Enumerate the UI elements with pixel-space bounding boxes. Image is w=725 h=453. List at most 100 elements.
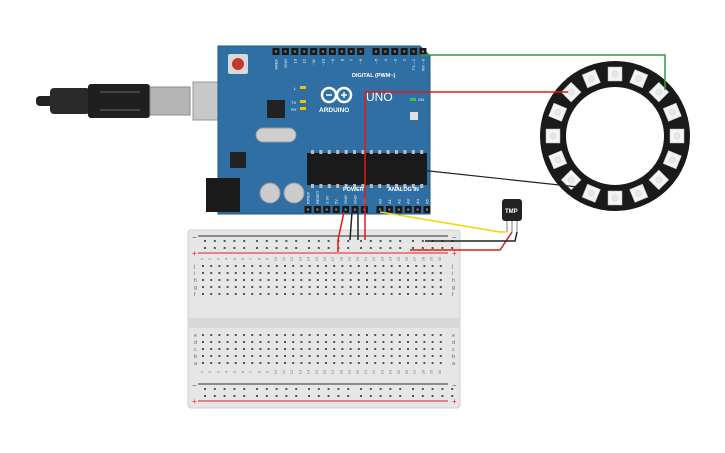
breadboard-hole[interactable] <box>316 286 319 288</box>
breadboard-hole[interactable] <box>308 265 311 267</box>
rail-hole[interactable] <box>295 247 298 249</box>
rail-hole[interactable] <box>412 395 414 397</box>
breadboard-hole[interactable] <box>267 348 270 350</box>
rail-hole[interactable] <box>223 240 226 242</box>
rail-hole[interactable] <box>421 247 424 249</box>
breadboard-hole[interactable] <box>357 286 360 288</box>
rail-hole[interactable] <box>389 388 392 390</box>
breadboard-hole[interactable] <box>439 272 442 274</box>
breadboard-hole[interactable] <box>267 279 270 281</box>
breadboard-hole[interactable] <box>218 348 221 350</box>
breadboard-hole[interactable] <box>333 355 336 357</box>
breadboard-hole[interactable] <box>407 334 409 336</box>
breadboard-hole[interactable] <box>316 272 319 274</box>
breadboard-hole[interactable] <box>333 341 336 343</box>
breadboard-hole[interactable] <box>333 348 336 350</box>
breadboard-hole[interactable] <box>316 341 319 343</box>
breadboard-hole[interactable] <box>357 341 360 343</box>
rail-hole[interactable] <box>451 395 454 397</box>
breadboard-hole[interactable] <box>234 362 237 364</box>
breadboard-hole[interactable] <box>325 293 327 295</box>
breadboard-hole[interactable] <box>407 293 409 295</box>
rail-hole[interactable] <box>337 388 340 390</box>
rail-hole[interactable] <box>347 388 350 390</box>
breadboard-hole[interactable] <box>234 286 237 288</box>
breadboard-hole[interactable] <box>259 279 262 281</box>
breadboard-hole[interactable] <box>202 348 204 350</box>
rail-hole[interactable] <box>204 247 206 249</box>
breadboard-hole[interactable] <box>366 334 368 336</box>
breadboard-hole[interactable] <box>357 348 360 350</box>
breadboard-hole[interactable] <box>251 348 254 350</box>
breadboard-hole[interactable] <box>341 286 344 288</box>
rail-hole[interactable] <box>285 247 288 249</box>
breadboard-hole[interactable] <box>423 272 426 274</box>
breadboard-hole[interactable] <box>407 272 409 274</box>
breadboard-hole[interactable] <box>308 348 311 350</box>
rail-hole[interactable] <box>360 395 362 397</box>
breadboard-hole[interactable] <box>292 293 295 295</box>
breadboard-hole[interactable] <box>275 362 278 364</box>
rail-hole[interactable] <box>369 247 372 249</box>
breadboard-hole[interactable] <box>251 279 254 281</box>
breadboard-hole[interactable] <box>341 341 344 343</box>
breadboard-hole[interactable] <box>423 341 426 343</box>
breadboard-hole[interactable] <box>374 293 377 295</box>
rail-hole[interactable] <box>213 395 216 397</box>
breadboard-hole[interactable] <box>366 293 368 295</box>
rail-hole[interactable] <box>389 240 392 242</box>
breadboard-hole[interactable] <box>275 341 278 343</box>
breadboard-hole[interactable] <box>218 286 221 288</box>
breadboard-hole[interactable] <box>423 293 426 295</box>
breadboard-hole[interactable] <box>284 341 286 343</box>
breadboard-hole[interactable] <box>292 355 295 357</box>
breadboard-hole[interactable] <box>300 348 303 350</box>
breadboard-hole[interactable] <box>423 355 426 357</box>
breadboard-hole[interactable] <box>415 355 418 357</box>
breadboard-hole[interactable] <box>374 334 377 336</box>
rail-hole[interactable] <box>379 395 382 397</box>
rail-hole[interactable] <box>308 240 310 242</box>
rail-hole[interactable] <box>412 247 414 249</box>
breadboard-hole[interactable] <box>251 293 254 295</box>
breadboard-hole[interactable] <box>210 286 213 288</box>
breadboard-hole[interactable] <box>398 286 401 288</box>
rail-hole[interactable] <box>360 240 362 242</box>
rail-hole[interactable] <box>295 395 298 397</box>
breadboard-hole[interactable] <box>439 362 442 364</box>
breadboard-hole[interactable] <box>398 362 401 364</box>
breadboard-hole[interactable] <box>325 334 327 336</box>
breadboard-hole[interactable] <box>284 265 286 267</box>
breadboard-hole[interactable] <box>234 348 237 350</box>
breadboard-hole[interactable] <box>292 272 295 274</box>
breadboard-hole[interactable] <box>226 293 229 295</box>
breadboard-hole[interactable] <box>398 341 401 343</box>
breadboard-hole[interactable] <box>292 279 295 281</box>
breadboard-hole[interactable] <box>234 265 237 267</box>
breadboard-hole[interactable] <box>251 341 254 343</box>
breadboard-hole[interactable] <box>300 341 303 343</box>
breadboard-hole[interactable] <box>382 355 385 357</box>
rail-hole[interactable] <box>412 388 414 390</box>
breadboard-hole[interactable] <box>202 279 204 281</box>
breadboard-hole[interactable] <box>210 279 213 281</box>
breadboard-hole[interactable] <box>431 341 434 343</box>
breadboard-hole[interactable] <box>210 293 213 295</box>
breadboard-hole[interactable] <box>234 341 237 343</box>
breadboard-hole[interactable] <box>243 272 245 274</box>
breadboard-hole[interactable] <box>398 293 401 295</box>
breadboard-hole[interactable] <box>349 362 352 364</box>
rail-hole[interactable] <box>389 395 392 397</box>
breadboard-hole[interactable] <box>308 355 311 357</box>
rail-hole[interactable] <box>317 388 320 390</box>
breadboard-hole[interactable] <box>300 279 303 281</box>
breadboard-hole[interactable] <box>284 279 286 281</box>
breadboard-hole[interactable] <box>202 341 204 343</box>
breadboard-hole[interactable] <box>325 348 327 350</box>
breadboard-hole[interactable] <box>202 265 204 267</box>
breadboard-hole[interactable] <box>202 362 204 364</box>
breadboard-hole[interactable] <box>382 272 385 274</box>
breadboard-hole[interactable] <box>341 334 344 336</box>
breadboard-hole[interactable] <box>218 362 221 364</box>
breadboard-hole[interactable] <box>398 355 401 357</box>
